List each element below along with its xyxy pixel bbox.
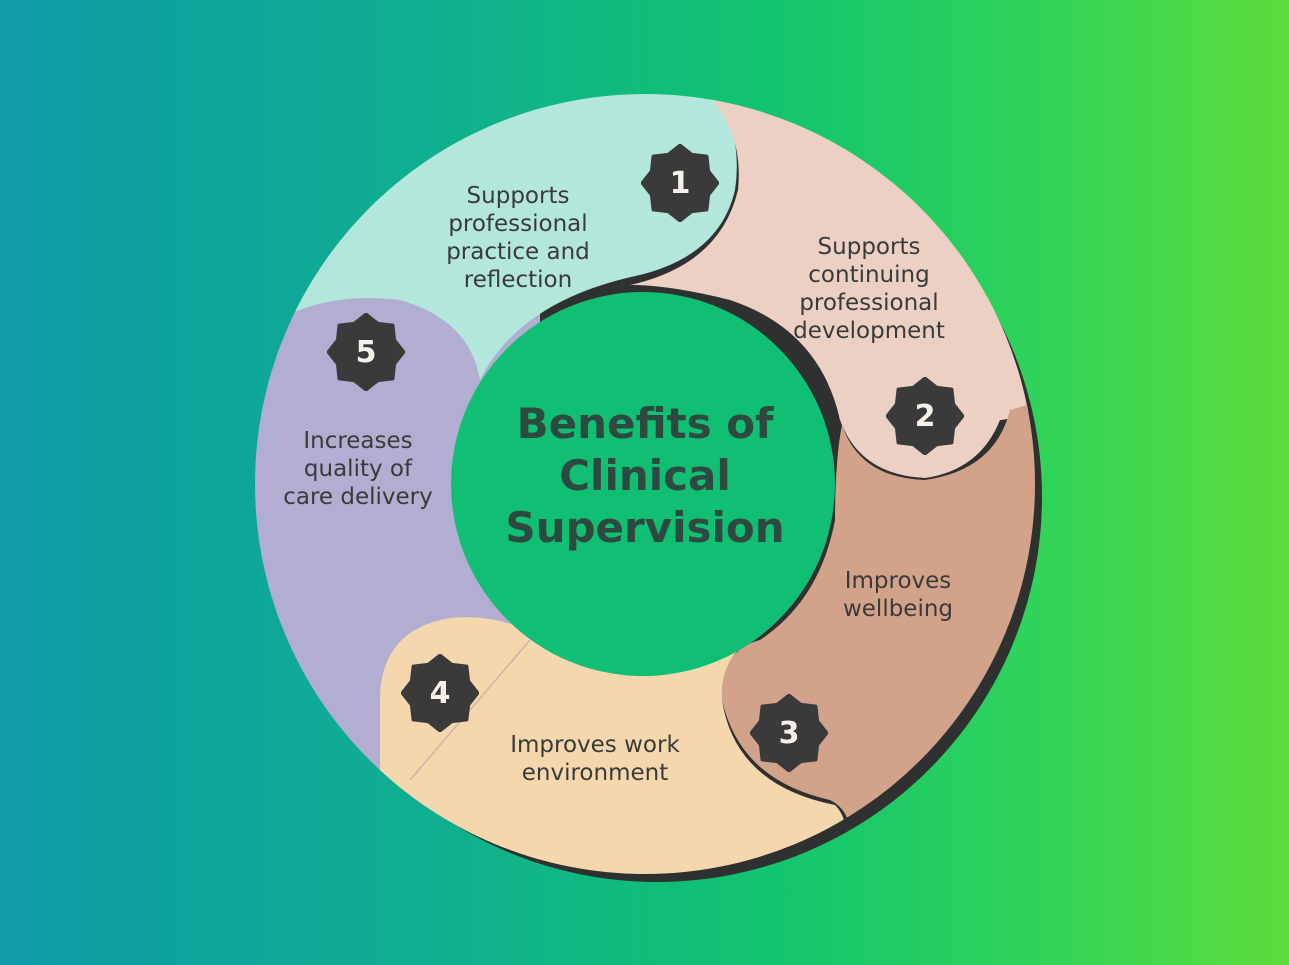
segment-1-line: practice and: [446, 239, 590, 265]
segment-2-line: professional: [799, 290, 939, 316]
badge-number: 4: [429, 675, 451, 711]
center-disk: [451, 292, 835, 676]
title-line-2: Clinical: [559, 451, 731, 500]
badge-seal-icon: [886, 377, 964, 455]
segment-2-line: Supports: [817, 234, 921, 260]
segment-3-line: wellbeing: [842, 596, 954, 622]
segment-3-label: Improves wellbeing: [808, 567, 988, 623]
segment-2-line: continuing: [808, 262, 930, 288]
segment-5-line: care delivery: [283, 484, 433, 510]
badge-seal-icon: [750, 694, 828, 772]
badge-seal-icon: [327, 313, 405, 391]
badge-number: 1: [669, 165, 691, 201]
diagram-title: Benefits of Clinical Supervision: [470, 398, 820, 554]
badge-seal-icon: [401, 654, 479, 732]
title-line-1: Benefits of: [516, 399, 774, 448]
title-line-3: Supervision: [505, 503, 785, 552]
segment-5-label: Increases quality of care delivery: [262, 427, 454, 511]
segment-2-label: Supports continuing professional develop…: [758, 233, 980, 345]
segment-4: [380, 617, 847, 874]
segment-1-line: Supports: [466, 183, 570, 209]
segment-1-line: professional: [448, 211, 588, 237]
badge-number: 5: [355, 334, 377, 370]
segment-1-label: Supports professional practice and refle…: [408, 182, 628, 294]
segment-4-line: environment: [521, 760, 669, 786]
badge-seal-icon: [641, 144, 719, 222]
badge-2: 2: [886, 377, 964, 455]
divider-line: [409, 639, 531, 781]
badge-3: 3: [750, 694, 828, 772]
badge-number: 3: [778, 715, 800, 751]
badge-number: 2: [914, 398, 936, 434]
segment-3-line: Improves: [844, 568, 952, 594]
segment-4-label: Improves work environment: [480, 731, 710, 787]
segment-5-line: Increases: [303, 428, 413, 454]
segment-2-line: development: [793, 318, 945, 344]
badge-1: 1: [641, 144, 719, 222]
segment-1-line: reflection: [463, 267, 573, 293]
badge-5: 5: [327, 313, 405, 391]
segment-5-line: quality of: [303, 456, 413, 482]
badge-4: 4: [401, 654, 479, 732]
segment-4-line: Improves work: [510, 732, 680, 758]
